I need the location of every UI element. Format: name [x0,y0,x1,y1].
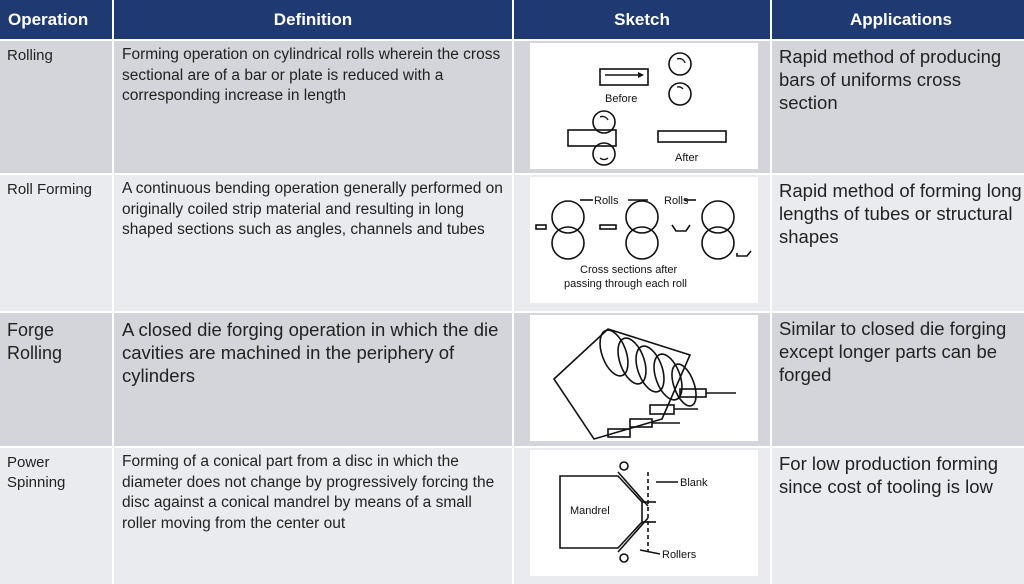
power-spinning-sketch: Blank Mandrel Rollers [530,450,758,576]
sketch-cell-roll-forming: Rolls Rolls Cross sections after passing… [514,175,770,311]
header-sketch: Sketch [514,0,770,39]
label-cross-sections: Cross sections after [580,264,678,276]
sketch-cell-power-spinning: Blank Mandrel Rollers [514,448,770,584]
operation-power-spinning: Power Spinning [0,448,112,584]
operation-roll-forming: Roll Forming [0,175,112,311]
application-power-spinning: For low production forming since cost of… [772,448,1024,584]
label-rolls-1: Rolls [594,195,619,207]
definition-roll-forming: A continuous bending operation generally… [114,175,512,311]
application-rolling: Rapid method of producing bars of unifor… [772,41,1024,173]
definition-power-spinning: Forming of a conical part from a disc in… [114,448,512,584]
application-roll-forming: Rapid method of forming long lengths of … [772,175,1024,311]
label-after: After [675,152,699,164]
definition-rolling: Forming operation on cylindrical rolls w… [114,41,512,173]
header-applications: Applications [772,0,1024,39]
label-rollers: Rollers [662,549,697,561]
power-spinning-diagram: Blank Mandrel Rollers [559,461,708,563]
label-passing-roll: passing through each roll [564,278,687,290]
header-operation: Operation [0,0,112,39]
roll-forming-sketch: Rolls Rolls Cross sections after passing… [530,177,758,303]
operation-rolling: Rolling [0,41,112,173]
header-definition: Definition [114,0,512,39]
forge-rolling-sketch [530,315,758,441]
roll-forming-diagram: Rolls Rolls Cross sections after passing… [535,195,752,290]
label-before: Before [605,93,637,105]
label-rolls-2: Rolls [664,195,689,207]
forge-rolling-diagram [552,328,736,440]
application-forge-rolling: Similar to closed die forging except lon… [772,313,1024,446]
sketch-cell-rolling: Before After [514,41,770,173]
label-blank: Blank [680,477,708,489]
label-mandrel: Mandrel [570,505,610,517]
operation-forge-rolling: Forge Rolling [0,313,112,446]
definition-forge-rolling: A closed die forging operation in which … [114,313,512,446]
rolling-diagram: Before After [567,52,727,166]
rolling-sketch: Before After [530,43,758,169]
sketch-cell-forge-rolling [514,313,770,446]
